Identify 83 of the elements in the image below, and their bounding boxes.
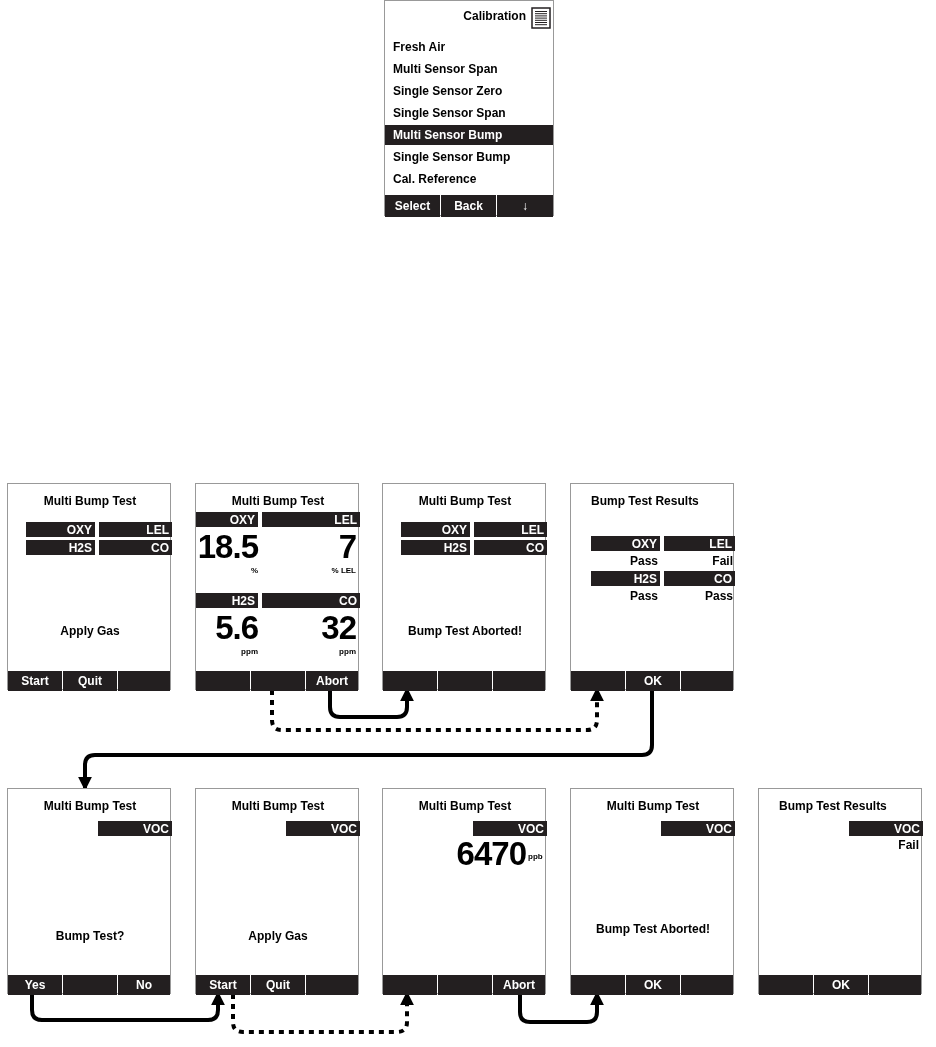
test-result: Pass [628,553,659,568]
sensor-label: LEL [99,522,172,537]
sensor-label: CO [262,593,360,608]
sensor-label: OXY [591,536,660,551]
unit-label: ppm [338,646,356,658]
menu-item: Cal. Reference [393,171,478,188]
softkey: No [118,975,170,995]
status-message: Apply Gas [247,928,309,945]
softkey: OK [814,975,868,995]
screen-title: Multi Bump Test [417,798,513,815]
sensor-label: LEL [262,512,360,527]
device-screen [570,483,734,690]
arrow [78,690,654,791]
screen-title: Bump Test Results [591,493,700,510]
sensor-label: VOC [849,821,923,836]
sensor-label: OXY [26,522,95,537]
device-screen [7,788,171,994]
sensor-label: OXY [401,522,470,537]
sensor-label: H2S [591,571,660,586]
test-result: Pass [628,588,659,603]
screen-title: Multi Bump Test [230,798,326,815]
screen-title: Multi Bump Test [417,493,513,510]
softkey: Abort [306,671,358,691]
sensor-label: VOC [473,821,547,836]
device-screen [7,483,171,690]
device-screen [384,0,554,216]
sensor-label: CO [664,571,735,586]
softkey: Back [441,195,496,217]
menu-item: Single Sensor Bump [393,149,512,166]
reading-value: 6470 [455,835,526,871]
unit-label: ppm [240,646,258,658]
menu-item: Fresh Air [393,39,447,56]
sensor-label: CO [99,540,172,555]
device-screen [195,788,359,994]
reading-value: 7 [337,527,356,565]
status-message: Bump Test Aborted! [407,623,523,640]
sensor-label: LEL [664,536,735,551]
sensor-label: H2S [26,540,95,555]
softkey: Start [196,975,250,995]
screen-title: Multi Bump Test [605,798,701,815]
softkey: OK [626,975,680,995]
sensor-label: VOC [98,821,172,836]
sensor-label: LEL [474,522,547,537]
softkey: OK [626,671,680,691]
reading-value: 5.6 [214,608,258,646]
menu-item: Single Sensor Span [393,105,507,122]
unit-label: % LEL [330,565,356,577]
device-screen [195,483,359,690]
softkey: Start [8,671,62,691]
screen-title: Calibration [462,8,526,25]
test-result: Fail [897,837,920,852]
sensor-label: VOC [661,821,735,836]
status-message: Bump Test? [54,928,126,945]
screen-title: Multi Bump Test [42,798,138,815]
screen-title: Multi Bump Test [230,493,326,510]
sensor-label: H2S [196,593,258,608]
unit-label: ppb [528,851,544,863]
test-result: Pass [703,588,734,603]
device-screen [570,788,734,994]
softkey: ↓ [497,195,553,217]
softkey: Quit [63,671,117,691]
softkey: Quit [251,975,305,995]
softkey: Select [385,195,440,217]
device-screen [758,788,922,994]
status-message: Bump Test Aborted! [595,921,711,938]
test-result: Fail [711,553,734,568]
menu-item: Multi Sensor Span [393,61,499,78]
sensor-label: H2S [401,540,470,555]
reading-value: 32 [320,608,356,646]
softkey: Yes [8,975,62,995]
device-screen [382,483,546,690]
sensor-label: OXY [196,512,258,527]
screen-title: Bump Test Results [779,798,888,815]
reading-value: 18.5 [196,527,258,565]
sensor-label: CO [474,540,547,555]
device-screen [382,788,546,994]
softkey: Abort [493,975,545,995]
sensor-label: VOC [286,821,360,836]
unit-label: % [249,565,258,577]
menu-item: Single Sensor Zero [393,83,504,100]
screen-title: Multi Bump Test [42,493,138,510]
selected-menu-item: Multi Sensor Bump [385,125,553,145]
status-message: Apply Gas [59,623,121,640]
